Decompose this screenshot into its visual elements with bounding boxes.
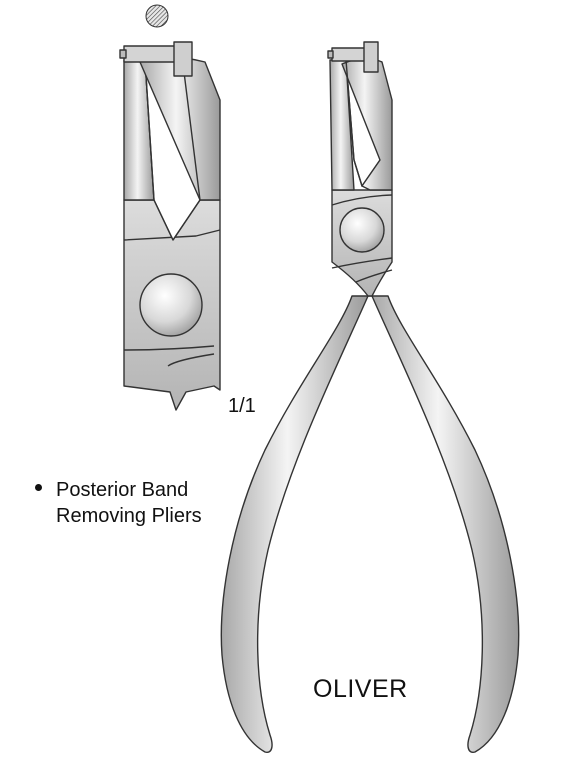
cross-section-icon [145, 4, 169, 28]
scale-label: 1/1 [228, 395, 256, 417]
product-description: Posterior Band Removing Pliers [56, 477, 202, 529]
tip-detail-view [119, 41, 221, 411]
description-line-2: Removing Pliers [56, 505, 202, 527]
bullet-icon [35, 484, 42, 491]
full-pliers-view [220, 41, 520, 753]
brand-name: OLIVER [313, 675, 408, 703]
description-line-1: Posterior Band [56, 479, 189, 501]
